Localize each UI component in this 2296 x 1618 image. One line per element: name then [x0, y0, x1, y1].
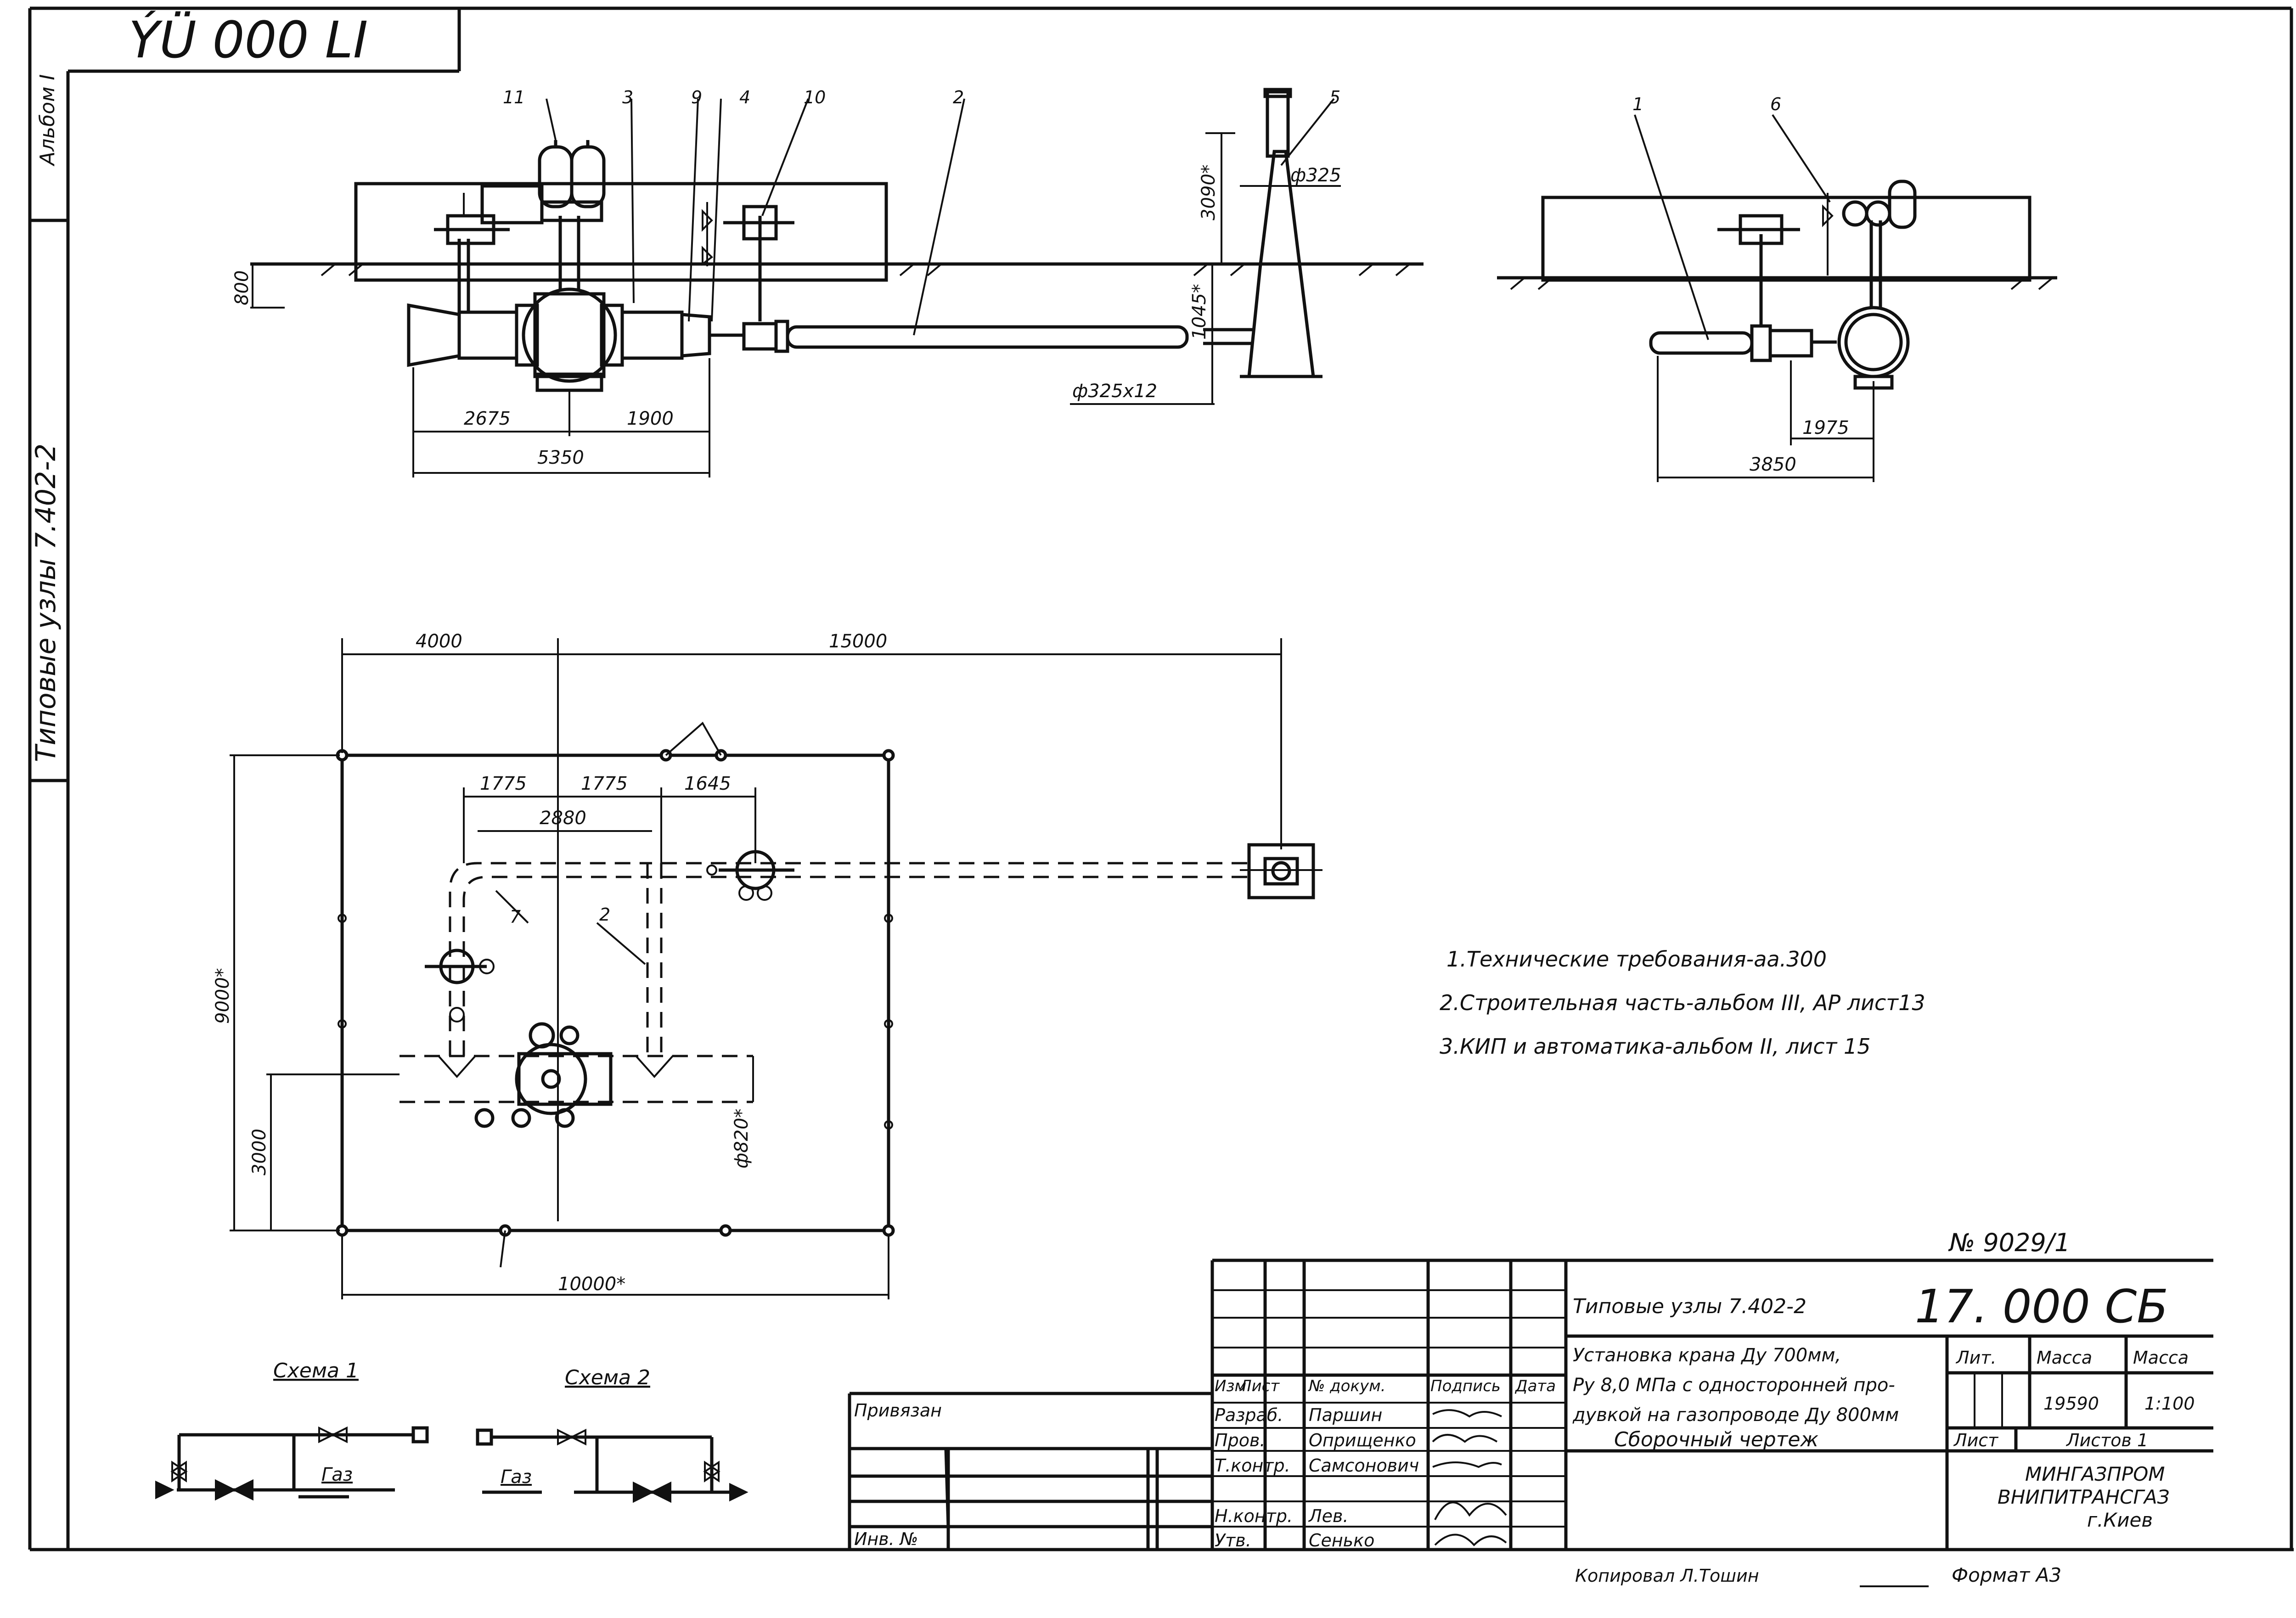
callout: 2	[953, 87, 964, 107]
tb-col-header: Лист	[1239, 1377, 1280, 1395]
callout: 7	[510, 907, 521, 927]
dim: 1645	[684, 773, 731, 794]
callout: 4	[739, 87, 750, 107]
tb-inv-no: Инв. №	[854, 1529, 918, 1549]
dim: 9000*	[212, 968, 233, 1024]
gas-label: Газ	[501, 1466, 532, 1488]
side-view-dims: 1975 3850	[1750, 417, 1849, 475]
front-view-dims: 800 2675 1900 5350 3090* 1045* ф325 ф325…	[231, 164, 1341, 468]
note: 2.Строительная часть-альбом III, АР лист…	[1440, 990, 1925, 1015]
dim: ф325х12	[1072, 381, 1157, 402]
dim: 3850	[1750, 454, 1796, 475]
tb-col-header: № докум.	[1308, 1377, 1386, 1395]
title-block	[848, 1258, 2213, 1550]
side-view	[1497, 114, 2057, 482]
scheme-1: Схема 1 Газ	[155, 1359, 429, 1501]
dim: 800	[231, 270, 253, 305]
plan-view-callouts: 7 2	[510, 905, 610, 927]
doc-number: № 9029/1	[1948, 1228, 2070, 1257]
tb-copied: Копировал Л.Тошин	[1575, 1566, 1759, 1586]
tb-col-header: Подпись	[1430, 1377, 1501, 1395]
dim: 3000	[249, 1129, 270, 1175]
tb-org-line: г.Киев	[2087, 1509, 2153, 1531]
dim: 5350	[537, 447, 584, 468]
dim: 3090*	[1198, 164, 1219, 220]
tb-col-header: Изм	[1215, 1377, 1246, 1395]
side-view-callouts: 1 6	[1632, 94, 1781, 114]
tb-lit-label: Лит.	[1955, 1348, 1997, 1368]
dim: 1775	[480, 773, 527, 794]
tb-format: Формат А3	[1952, 1564, 2061, 1586]
tb-scale-label: Масса	[2133, 1348, 2189, 1368]
tb-designation: 17. 000 СБ	[1915, 1280, 2168, 1333]
tb-col-headers: Изм Лист № докум. Подпись Дата	[1215, 1377, 1556, 1395]
tb-org-line: МИНГАЗПРОМ	[2025, 1463, 2165, 1485]
dim: 1975	[1802, 417, 1849, 438]
tb-mass-value: 19590	[2043, 1393, 2099, 1414]
dim: 10000*	[558, 1274, 625, 1295]
callout: 6	[1770, 94, 1781, 114]
dim: 1775	[581, 773, 628, 794]
album-label: Альбом I	[36, 74, 59, 167]
front-view	[250, 88, 1424, 478]
tb-title-line: Сборочный чертеж	[1614, 1428, 1818, 1451]
tb-scale-value: 1:100	[2144, 1393, 2195, 1414]
dim: 1900	[627, 408, 674, 429]
tb-privyazan: Привязан	[854, 1400, 942, 1421]
tb-title-line: Ру 8,0 МПа с односторонней про-	[1573, 1375, 1895, 1396]
dim: ф820*	[731, 1108, 752, 1169]
note: 1.Технические требования-аа.300	[1446, 947, 1827, 972]
callout: 1	[1632, 94, 1643, 114]
plan-view-dims: 4000 15000 1775 1775 1645 2880 9000* 300…	[212, 631, 887, 1295]
tb-roles: Разраб. Пров. Т.контр. Н.контр. Утв.	[1215, 1405, 1293, 1551]
tb-role: Пров.	[1215, 1430, 1265, 1450]
tb-role: Н.контр.	[1215, 1506, 1293, 1526]
scheme-title: Схема 2	[565, 1366, 650, 1389]
callout: 3	[622, 87, 633, 107]
tb-sheet-label: Лист	[1953, 1430, 1999, 1450]
tb-name: Оприщенко	[1309, 1430, 1416, 1450]
dim: 1045*	[1189, 284, 1210, 340]
tb-name: Сенько	[1309, 1530, 1374, 1551]
dim: 2675	[464, 408, 511, 429]
corner-code: ÝÜ 000 LI	[129, 10, 368, 69]
tb-col-header: Дата	[1514, 1377, 1556, 1395]
dim: 2880	[540, 808, 586, 829]
callout: 9	[691, 87, 702, 107]
callout: 11	[503, 87, 525, 107]
tb-names: Паршин Оприщенко Самсонович Лев. Сенько	[1308, 1405, 1419, 1551]
tb-org-line: ВНИПИТРАНСГАЗ	[1998, 1486, 2170, 1508]
tb-name: Самсонович	[1309, 1455, 1419, 1476]
plan-view	[230, 638, 1322, 1299]
callout: 5	[1329, 87, 1340, 107]
scheme-title: Схема 1	[273, 1359, 359, 1382]
tb-mass-label: Масса	[2037, 1348, 2092, 1368]
gas-label: Газ	[321, 1464, 353, 1485]
tb-name: Паршин	[1309, 1405, 1382, 1425]
scheme-2: Схема 2 Газ	[476, 1366, 748, 1503]
tb-title-line: дувкой на газопроводе Ду 800мм	[1572, 1405, 1899, 1426]
tb-role: Разраб.	[1215, 1405, 1283, 1425]
tb-title-line: Установка крана Ду 700мм,	[1573, 1345, 1841, 1366]
callout: 2	[599, 905, 610, 925]
series-label-vertical: Типовые узлы 7.402-2	[30, 444, 62, 762]
note: 3.КИП и автоматика-альбом II, лист 15	[1440, 1034, 1871, 1059]
tb-signatures	[1432, 1409, 1507, 1546]
dim: 4000	[416, 631, 462, 652]
sheet-frame	[28, 6, 2294, 1551]
dim: ф325	[1290, 165, 1341, 186]
tb-role: Утв.	[1215, 1530, 1251, 1551]
notes: 1.Технические требования-аа.300 2.Строит…	[1440, 947, 1925, 1059]
callout: 10	[804, 87, 826, 107]
tb-name: Лев.	[1308, 1506, 1348, 1526]
tb-role: Т.контр.	[1215, 1455, 1290, 1476]
dim: 15000	[829, 631, 887, 652]
tb-series: Типовые узлы 7.402-2	[1573, 1295, 1806, 1318]
front-view-callouts: 11 3 9 4 10 2 5	[503, 87, 1340, 107]
tb-sheets-label: Листов 1	[2065, 1430, 2148, 1450]
